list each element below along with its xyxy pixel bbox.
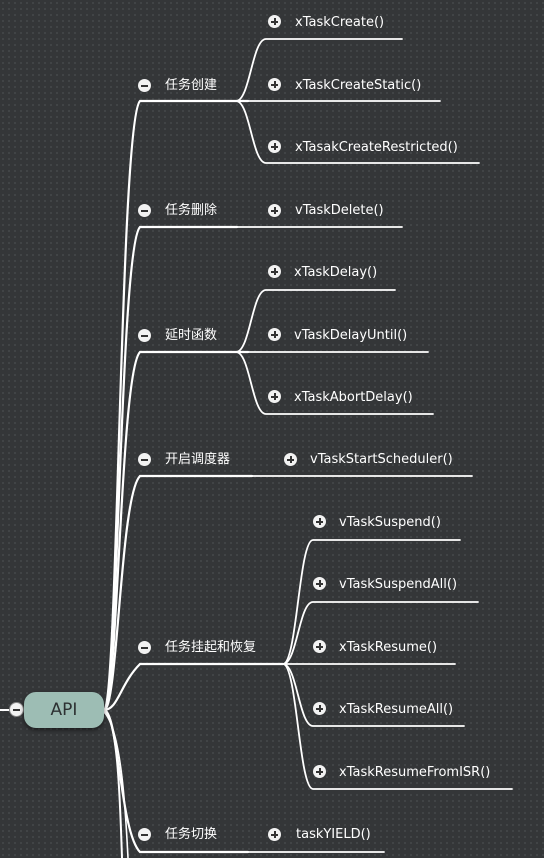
expand-plus-icon[interactable] [313, 515, 326, 528]
trunk-extension-2 [103, 711, 129, 858]
api-function-label[interactable]: xTaskResumeFromISR() [339, 765, 491, 780]
branch-label[interactable]: 开启调度器 [165, 452, 231, 467]
api-function-label[interactable]: xTaskCreateStatic() [295, 78, 422, 93]
expand-plus-icon[interactable] [268, 78, 281, 91]
api-function-label[interactable]: xTaskResume() [339, 640, 438, 655]
branch-line-0 [102, 99, 250, 712]
branch-line-2 [102, 350, 250, 712]
collapse-minus-icon[interactable] [138, 204, 151, 217]
expand-plus-icon[interactable] [268, 140, 281, 153]
leaf-line-0-0 [235, 38, 403, 102]
expand-plus-icon[interactable] [268, 328, 281, 341]
expand-plus-icon[interactable] [284, 453, 297, 466]
branch-label[interactable]: 任务删除 [165, 203, 218, 218]
branch-label[interactable]: 任务挂起和恢复 [165, 640, 257, 655]
api-function-label[interactable]: xTaskResumeAll() [339, 702, 454, 717]
expand-plus-icon[interactable] [268, 265, 281, 278]
branch-line-4 [102, 662, 285, 712]
api-function-label[interactable]: xTasakCreateRestricted() [295, 140, 458, 155]
expand-plus-icon[interactable] [313, 765, 326, 778]
collapse-minus-icon[interactable] [138, 329, 151, 342]
branch-label[interactable]: 任务切换 [165, 827, 218, 842]
api-function-label[interactable]: vTaskSuspend() [339, 515, 441, 530]
expand-plus-icon[interactable] [268, 15, 281, 28]
leaf-line-4-0 [282, 539, 461, 665]
api-function-label[interactable]: vTaskSuspendAll() [339, 577, 458, 592]
expand-plus-icon[interactable] [313, 702, 326, 715]
api-function-label[interactable]: xTaskCreate() [295, 15, 385, 30]
api-function-label[interactable]: vTaskDelayUntil() [294, 328, 408, 343]
leaf-line-2-0 [235, 289, 396, 353]
expand-plus-icon[interactable] [268, 204, 281, 217]
leaf-line-4-4 [282, 663, 513, 790]
root-collapse-icon[interactable] [9, 702, 24, 717]
leaf-line-2-2 [235, 351, 434, 415]
leaf-line-4-3 [282, 663, 465, 727]
root-node[interactable]: API [24, 692, 104, 728]
api-function-label[interactable]: vTaskStartScheduler() [310, 452, 453, 467]
api-function-label[interactable]: taskYIELD() [296, 827, 371, 842]
expand-plus-icon[interactable] [313, 577, 326, 590]
expand-plus-icon[interactable] [313, 640, 326, 653]
collapse-minus-icon[interactable] [138, 79, 151, 92]
leaf-line-4-1 [282, 601, 479, 665]
api-function-label[interactable]: xTaskDelay() [294, 265, 378, 280]
branch-label[interactable]: 延时函数 [165, 328, 218, 343]
collapse-minus-icon[interactable] [138, 828, 151, 841]
expand-plus-icon[interactable] [268, 390, 281, 403]
expand-plus-icon[interactable] [268, 828, 281, 841]
branch-line-3 [102, 474, 254, 712]
collapse-minus-icon[interactable] [138, 453, 151, 466]
branch-label[interactable]: 任务创建 [165, 78, 218, 93]
trunk-extension-1 [103, 709, 123, 858]
api-function-label[interactable]: vTaskDelete() [295, 203, 384, 218]
leaf-line-0-2 [235, 100, 480, 164]
collapse-minus-icon[interactable] [138, 641, 151, 654]
api-function-label[interactable]: xTaskAbortDelay() [294, 390, 413, 405]
